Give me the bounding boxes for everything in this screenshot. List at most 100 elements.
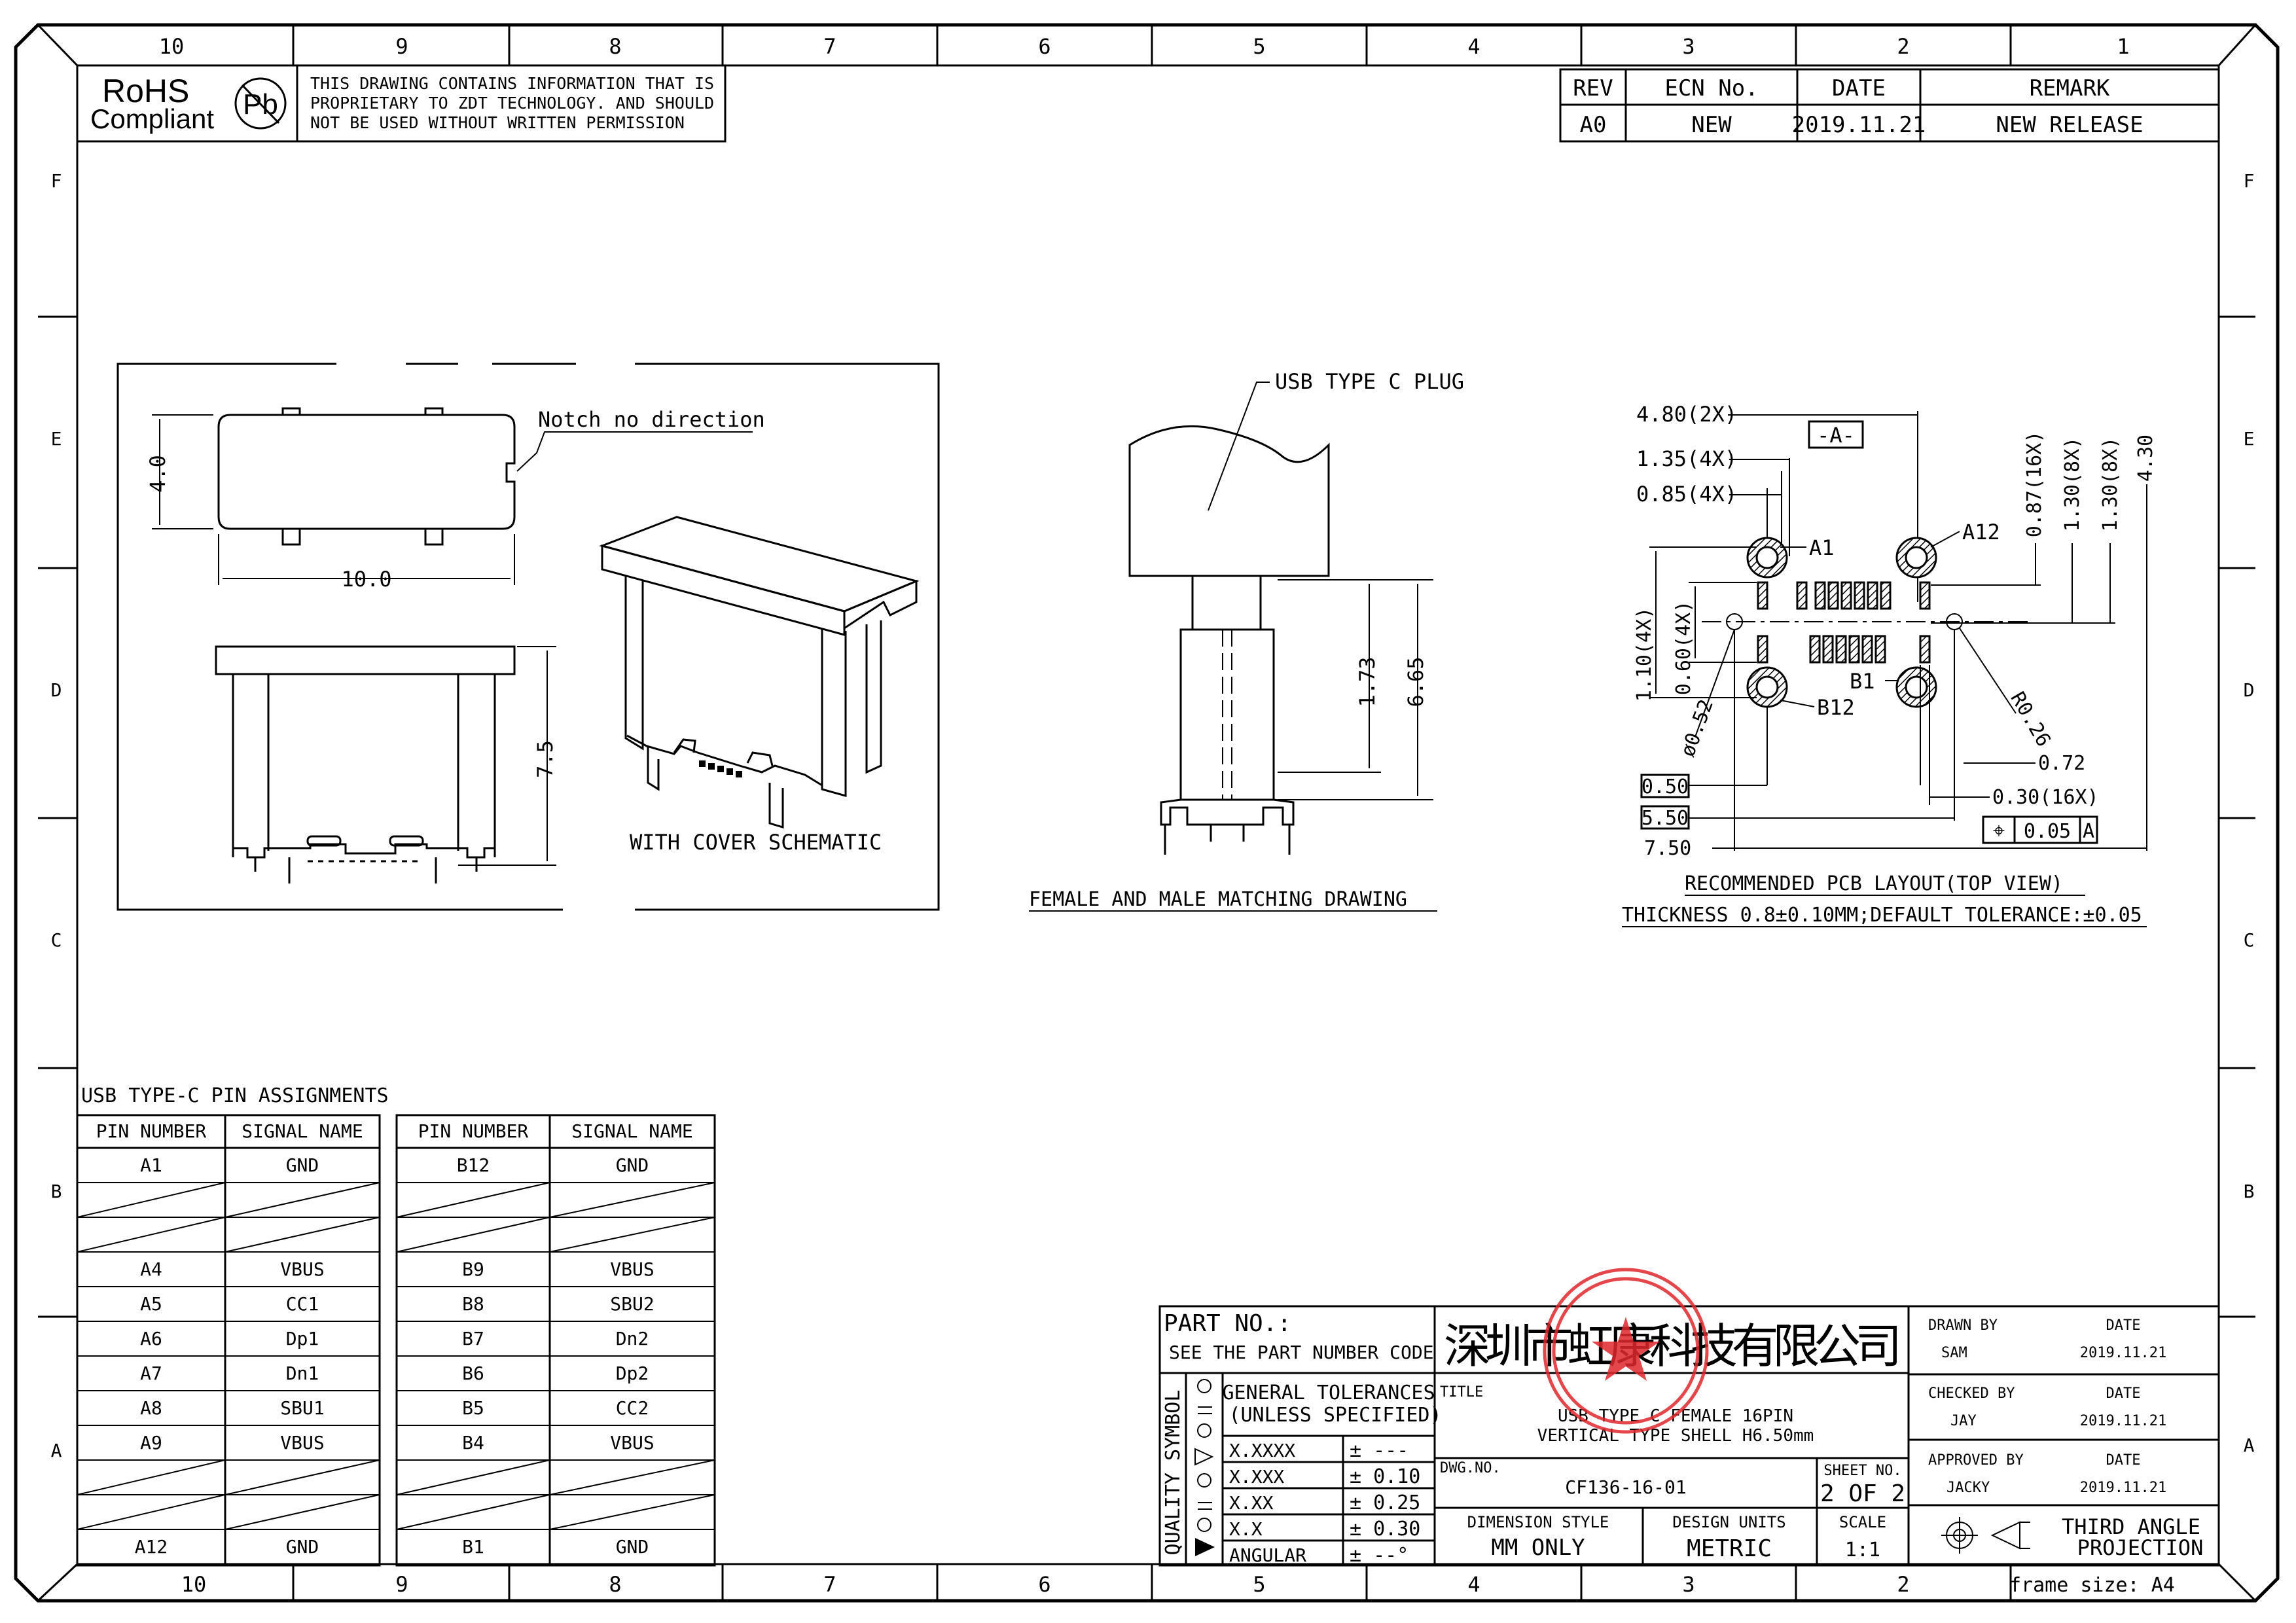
col-label: 2 — [1897, 1572, 1909, 1597]
frame-size: frame size: A4 — [2009, 1574, 2175, 1597]
title-line2: VERTICAL TYPE SHELL H6.50mm — [1537, 1426, 1814, 1446]
pin-number: B4 — [462, 1432, 484, 1454]
dim-width: 10.0 — [341, 567, 391, 592]
pin-number: B5 — [462, 1397, 484, 1419]
dim-4-80: 4.80(2X) — [1636, 402, 1737, 427]
cover-caption: WITH COVER SCHEMATIC — [630, 830, 882, 855]
dwg-label: DWG.NO. — [1440, 1460, 1501, 1476]
pcb-layout: 4.80(2X) -A- 1.35(4X) 0.85(4X) 0.87(16X)… — [1622, 402, 2157, 927]
skipped-row-slash — [224, 1459, 380, 1495]
projection-line1: THIRD ANGLE — [2062, 1514, 2200, 1539]
row-label: E — [2244, 428, 2255, 450]
left-row-labels: F E D C B A — [51, 170, 62, 1461]
col-label: 4 — [1467, 34, 1480, 59]
dim-1-73: 1.73 — [1355, 656, 1380, 707]
pin-number: B8 — [462, 1293, 484, 1315]
sheet-label: SHEET NO. — [1823, 1463, 1901, 1479]
col-label: 9 — [395, 1572, 408, 1597]
skipped-row-slash — [396, 1217, 550, 1253]
checked-label: CHECKED BY — [1928, 1385, 2015, 1402]
dim-6-65: 6.65 — [1403, 656, 1428, 707]
skipped-row-slash — [549, 1182, 715, 1218]
pin-number: B9 — [462, 1258, 484, 1280]
skipped-row-slash — [549, 1217, 715, 1253]
pin-assignment-table: USB TYPE-C PIN ASSIGNMENTS PIN NUMBER SI… — [76, 1084, 716, 1567]
col-label: 10 — [181, 1572, 207, 1597]
pin-number: A8 — [140, 1397, 162, 1419]
title-label: TITLE — [1440, 1384, 1483, 1400]
top-view: 4.0 10.0 Notch no direction — [145, 407, 765, 592]
rohs-notice-block: RoHS Compliant Pb THIS DRAWING CONTAINS … — [76, 64, 726, 143]
remark-value: NEW RELEASE — [1996, 112, 2143, 138]
mounting-hole — [1895, 537, 1937, 579]
position-symbol: ⌖ — [1993, 818, 2005, 843]
quality-marks — [1194, 1379, 1215, 1556]
dim-7-50: 7.50 — [1644, 837, 1691, 860]
skipped-row-slash — [396, 1182, 550, 1218]
scale-value: 1:1 — [1845, 1539, 1880, 1561]
col-label: 6 — [1038, 34, 1050, 59]
pin-number: B1 — [462, 1536, 484, 1558]
col-label: 5 — [1253, 34, 1265, 59]
notice-line: NOT BE USED WITHOUT WRITTEN PERMISSION — [310, 113, 685, 132]
pcb-caption: RECOMMENDED PCB LAYOUT(TOP VIEW) — [1685, 872, 2063, 895]
date-label: DATE — [2106, 1385, 2141, 1402]
part-no-label: PART NO.: — [1164, 1310, 1291, 1337]
tol-format: X.XXX — [1229, 1466, 1284, 1488]
tol-format: X.XX — [1229, 1492, 1274, 1514]
row-label: E — [51, 428, 62, 450]
signal-name: SBU1 — [280, 1397, 324, 1419]
pin-number: B6 — [462, 1363, 484, 1384]
signal-name: VBUS — [280, 1432, 324, 1454]
dim-1-10: 1.10(4X) — [1633, 607, 1656, 702]
revision-table: REV ECN No. DATE REMARK A0 NEW 2019.11.2… — [1559, 68, 2220, 143]
signal-header: SIGNAL NAME — [571, 1120, 692, 1142]
skipped-row-slash — [549, 1459, 715, 1495]
checked-by: JAY — [1950, 1413, 1977, 1429]
mounting-hole — [1895, 666, 1937, 708]
row-label: C — [2244, 929, 2255, 951]
row-label: F — [51, 170, 62, 192]
rohs-compliant: Compliant — [90, 103, 214, 134]
plug-label: USB TYPE C PLUG — [1275, 369, 1464, 394]
dim-1-30a: 1.30(8X) — [2061, 437, 2084, 532]
pin-number: A5 — [140, 1293, 162, 1315]
front-view: 7.5 — [215, 645, 558, 883]
pin-number: A6 — [140, 1328, 162, 1349]
notch-note: Notch no direction — [538, 407, 765, 432]
pin-header: PIN NUMBER — [96, 1120, 207, 1142]
scale-label: SCALE — [1839, 1513, 1886, 1531]
label-a12: A12 — [1962, 520, 2000, 544]
signal-name: SBU2 — [610, 1293, 654, 1315]
dim-4-30: 4.30 — [2134, 435, 2157, 482]
signal-name: Dp1 — [286, 1328, 319, 1349]
date-value: 2019.11.21 — [2080, 1413, 2166, 1429]
no-lead-icon: Pb — [234, 77, 287, 130]
col-label: 7 — [823, 1572, 836, 1597]
row-label: D — [51, 679, 62, 701]
component-views: 4.0 10.0 Notch no direction — [117, 363, 940, 911]
dwg-number: CF136-16-01 — [1565, 1476, 1686, 1498]
signal-name: Dp2 — [616, 1363, 649, 1384]
pin-header: PIN NUMBER — [418, 1120, 529, 1142]
tol-value: ± --- — [1350, 1439, 1408, 1462]
skipped-row-slash — [77, 1182, 226, 1218]
signal-name: GND — [616, 1154, 649, 1176]
col-label: 10 — [159, 34, 185, 59]
part-no-note: SEE THE PART NUMBER CODE — [1169, 1342, 1434, 1363]
tol-value: ± --° — [1350, 1544, 1408, 1567]
datum-a: -A- — [1817, 423, 1855, 448]
quality-symbol: QUALITY SYMBOL — [1162, 1390, 1185, 1556]
row-label: B — [51, 1181, 62, 1202]
label-b1: B1 — [1850, 669, 1875, 694]
mating-drawing: USB TYPE C PLUG 1.73 6.65 FEMALE AND MAL… — [1029, 369, 1464, 912]
signal-name: VBUS — [280, 1258, 324, 1280]
signal-name: GND — [286, 1536, 319, 1558]
pin-number: A12 — [135, 1536, 168, 1558]
rev-header: REV — [1573, 75, 1613, 101]
approved-label: APPROVED BY — [1928, 1452, 2024, 1469]
dim-0-87: 0.87(16X) — [2023, 431, 2046, 538]
signal-name: GND — [286, 1154, 319, 1176]
dim-style-value: MM ONLY — [1491, 1535, 1585, 1561]
